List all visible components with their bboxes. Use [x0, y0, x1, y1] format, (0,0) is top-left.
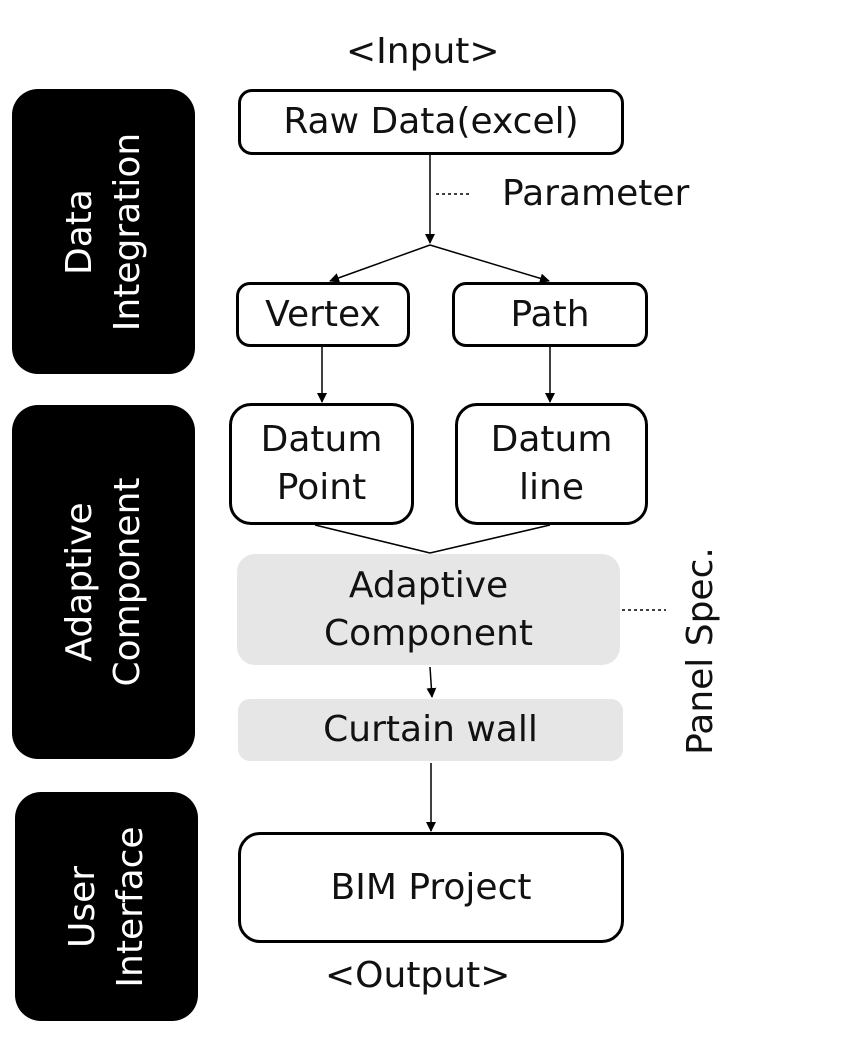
path-label: Path — [510, 293, 590, 335]
band-label-line: User — [61, 865, 103, 948]
band-user-interface-label: User Interface — [59, 826, 155, 987]
datum-line-node: Datum line — [455, 403, 648, 525]
arrow-split-to-path — [429, 244, 550, 284]
node-label-line: Point — [276, 467, 367, 508]
adaptive-component-label: Adaptive Component — [324, 562, 533, 658]
band-label-line: Adaptive — [58, 502, 100, 662]
adaptive-component-node: Adaptive Component — [237, 554, 620, 665]
vertex-node: Vertex — [236, 282, 410, 347]
output-caption: <Output> — [325, 955, 511, 996]
datum-point-label: Datum Point — [261, 416, 383, 512]
node-label-line: Component — [323, 612, 533, 654]
datum-point-node: Datum Point — [229, 403, 414, 525]
bim-project-label: BIM Project — [330, 866, 532, 908]
band-label-line: Integration — [106, 132, 148, 331]
band-label-line: Interface — [109, 825, 151, 988]
band-data-integration-label: Data Integration — [56, 132, 152, 330]
band-user-interface: User Interface — [15, 792, 198, 1021]
arrow-split-to-vertex — [329, 244, 431, 283]
band-adaptive-component: Adaptive Component — [12, 405, 195, 759]
path-node: Path — [452, 282, 648, 347]
band-label-line: Data — [58, 188, 100, 275]
band-data-integration: Data Integration — [12, 89, 195, 374]
band-label-line: Component — [106, 477, 148, 687]
band-adaptive-component-label: Adaptive Component — [56, 477, 152, 686]
node-label-line: Datum — [260, 419, 383, 460]
datum-line-label: Datum line — [491, 416, 613, 512]
node-label-line: Datum — [490, 419, 613, 460]
node-label-line: Adaptive — [348, 564, 509, 606]
input-caption: <Input> — [346, 31, 500, 72]
curtain-wall-node: Curtain wall — [238, 699, 623, 761]
node-label-line: line — [519, 467, 584, 508]
arrow-adaptive-to-curtain-wall — [426, 666, 437, 698]
parameter-caption: Parameter — [502, 173, 690, 214]
raw-data-label: Raw Data(excel) — [283, 101, 579, 142]
vertex-label: Vertex — [265, 293, 381, 335]
raw-data-node: Raw Data(excel) — [238, 89, 624, 155]
merge-line-datum-line — [429, 524, 551, 554]
curtain-wall-label: Curtain wall — [323, 709, 538, 750]
bim-project-node: BIM Project — [238, 832, 624, 943]
merge-line-datum-point — [314, 524, 431, 554]
panel-spec-caption: Panel Spec. — [680, 547, 721, 755]
